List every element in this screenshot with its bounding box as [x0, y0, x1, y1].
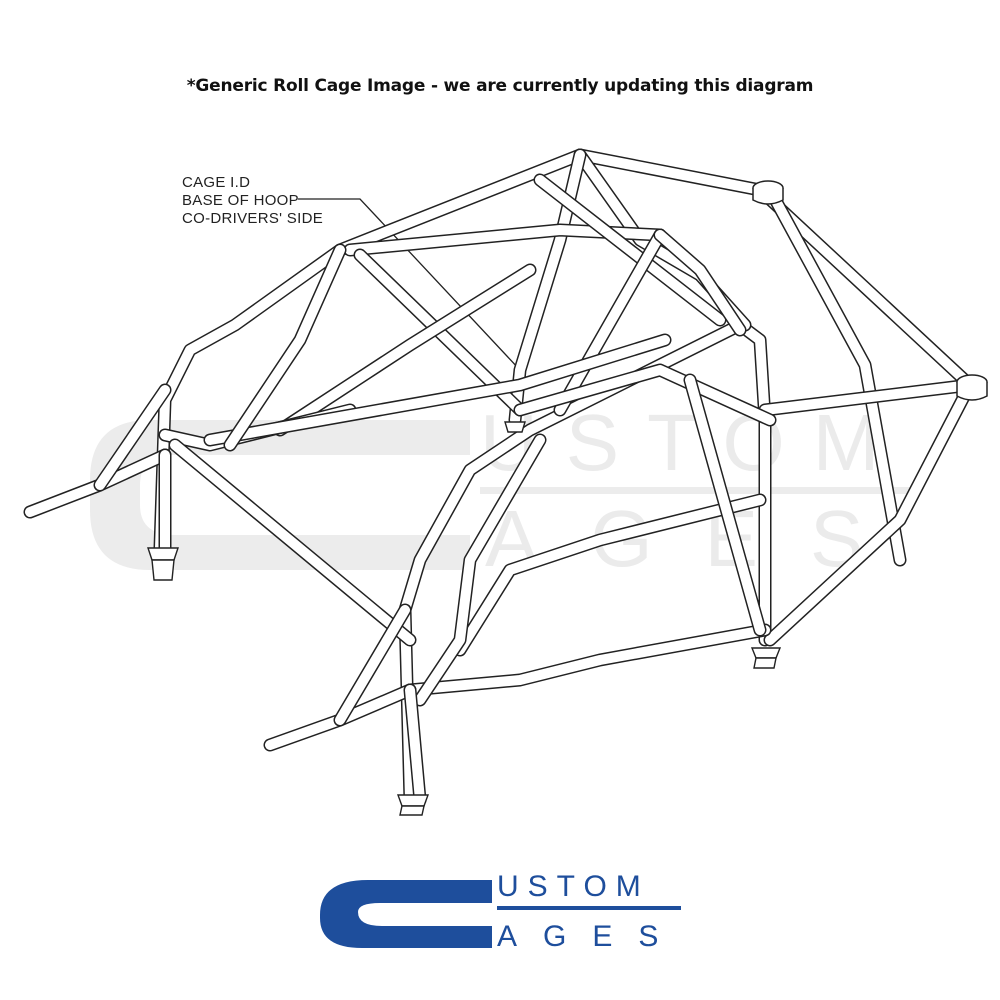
tube-core-roof-diag-2: [555, 230, 665, 415]
brand-logo-c-shape: [320, 880, 492, 948]
tube-core-roof-diag-1: [535, 175, 725, 325]
strut-cap-rear: [752, 180, 784, 205]
brand-logo: USTOM AGES: [320, 870, 684, 953]
tube-core-harness-bar: [205, 335, 670, 445]
tube-core-floor-bar-rear: [170, 440, 415, 645]
brand-logo-word-1: USTOM: [497, 870, 650, 903]
tube-core-door-bar-1: [455, 495, 765, 655]
tube-core-door-bar-2: [415, 435, 545, 705]
mount-foot-front-left: [397, 794, 429, 816]
watermark-word-1: USTOM: [480, 398, 907, 487]
tube-core-a-pillar-strut: [765, 185, 905, 565]
callout-line-1: CAGE I.D: [182, 174, 250, 191]
mount-foot-mid: [504, 421, 526, 433]
tube-core-front-ext-diag: [335, 605, 410, 725]
tube-core-dash-bar: [515, 365, 775, 425]
mount-foot-front-right: [750, 647, 782, 669]
diagram-title: *Generic Roll Cage Image - we are curren…: [186, 76, 814, 96]
tube-core-rear-ext-diag: [95, 385, 170, 490]
tube-core-center-leg: [685, 375, 765, 635]
tube-core-front-leg: [765, 380, 975, 645]
strut-caps: [752, 180, 988, 401]
cage-tubes: [23, 148, 977, 807]
tube-core-rear-x-2: [275, 265, 535, 435]
tube-core-front-brace: [760, 380, 975, 415]
brand-logo-divider: [497, 906, 681, 910]
watermark-word-2: AGES: [485, 494, 915, 583]
mount-foot-rear-left: [147, 547, 179, 581]
watermark-logo: USTOM AGES: [90, 398, 915, 583]
tube-core-rear-leg-2: [405, 685, 425, 805]
mount-feet: [147, 421, 782, 816]
watermark-divider: [480, 487, 910, 494]
tube-core-roof-cross: [345, 225, 665, 255]
brand-logo-word-2: AGES: [497, 920, 684, 953]
watermark-c-shape: [90, 420, 470, 570]
tube-core-side-bar-front: [405, 625, 770, 695]
tube-core-roof-rear-diag: [225, 245, 345, 450]
callout-line-2: BASE OF HOOP: [182, 192, 299, 209]
tube-core-windscreen-bar: [655, 230, 745, 335]
strut-cap-front: [956, 374, 988, 401]
callout-line-3: CO-DRIVERS' SIDE: [182, 210, 323, 227]
tube-core-main-hoop-front: [400, 320, 770, 805]
